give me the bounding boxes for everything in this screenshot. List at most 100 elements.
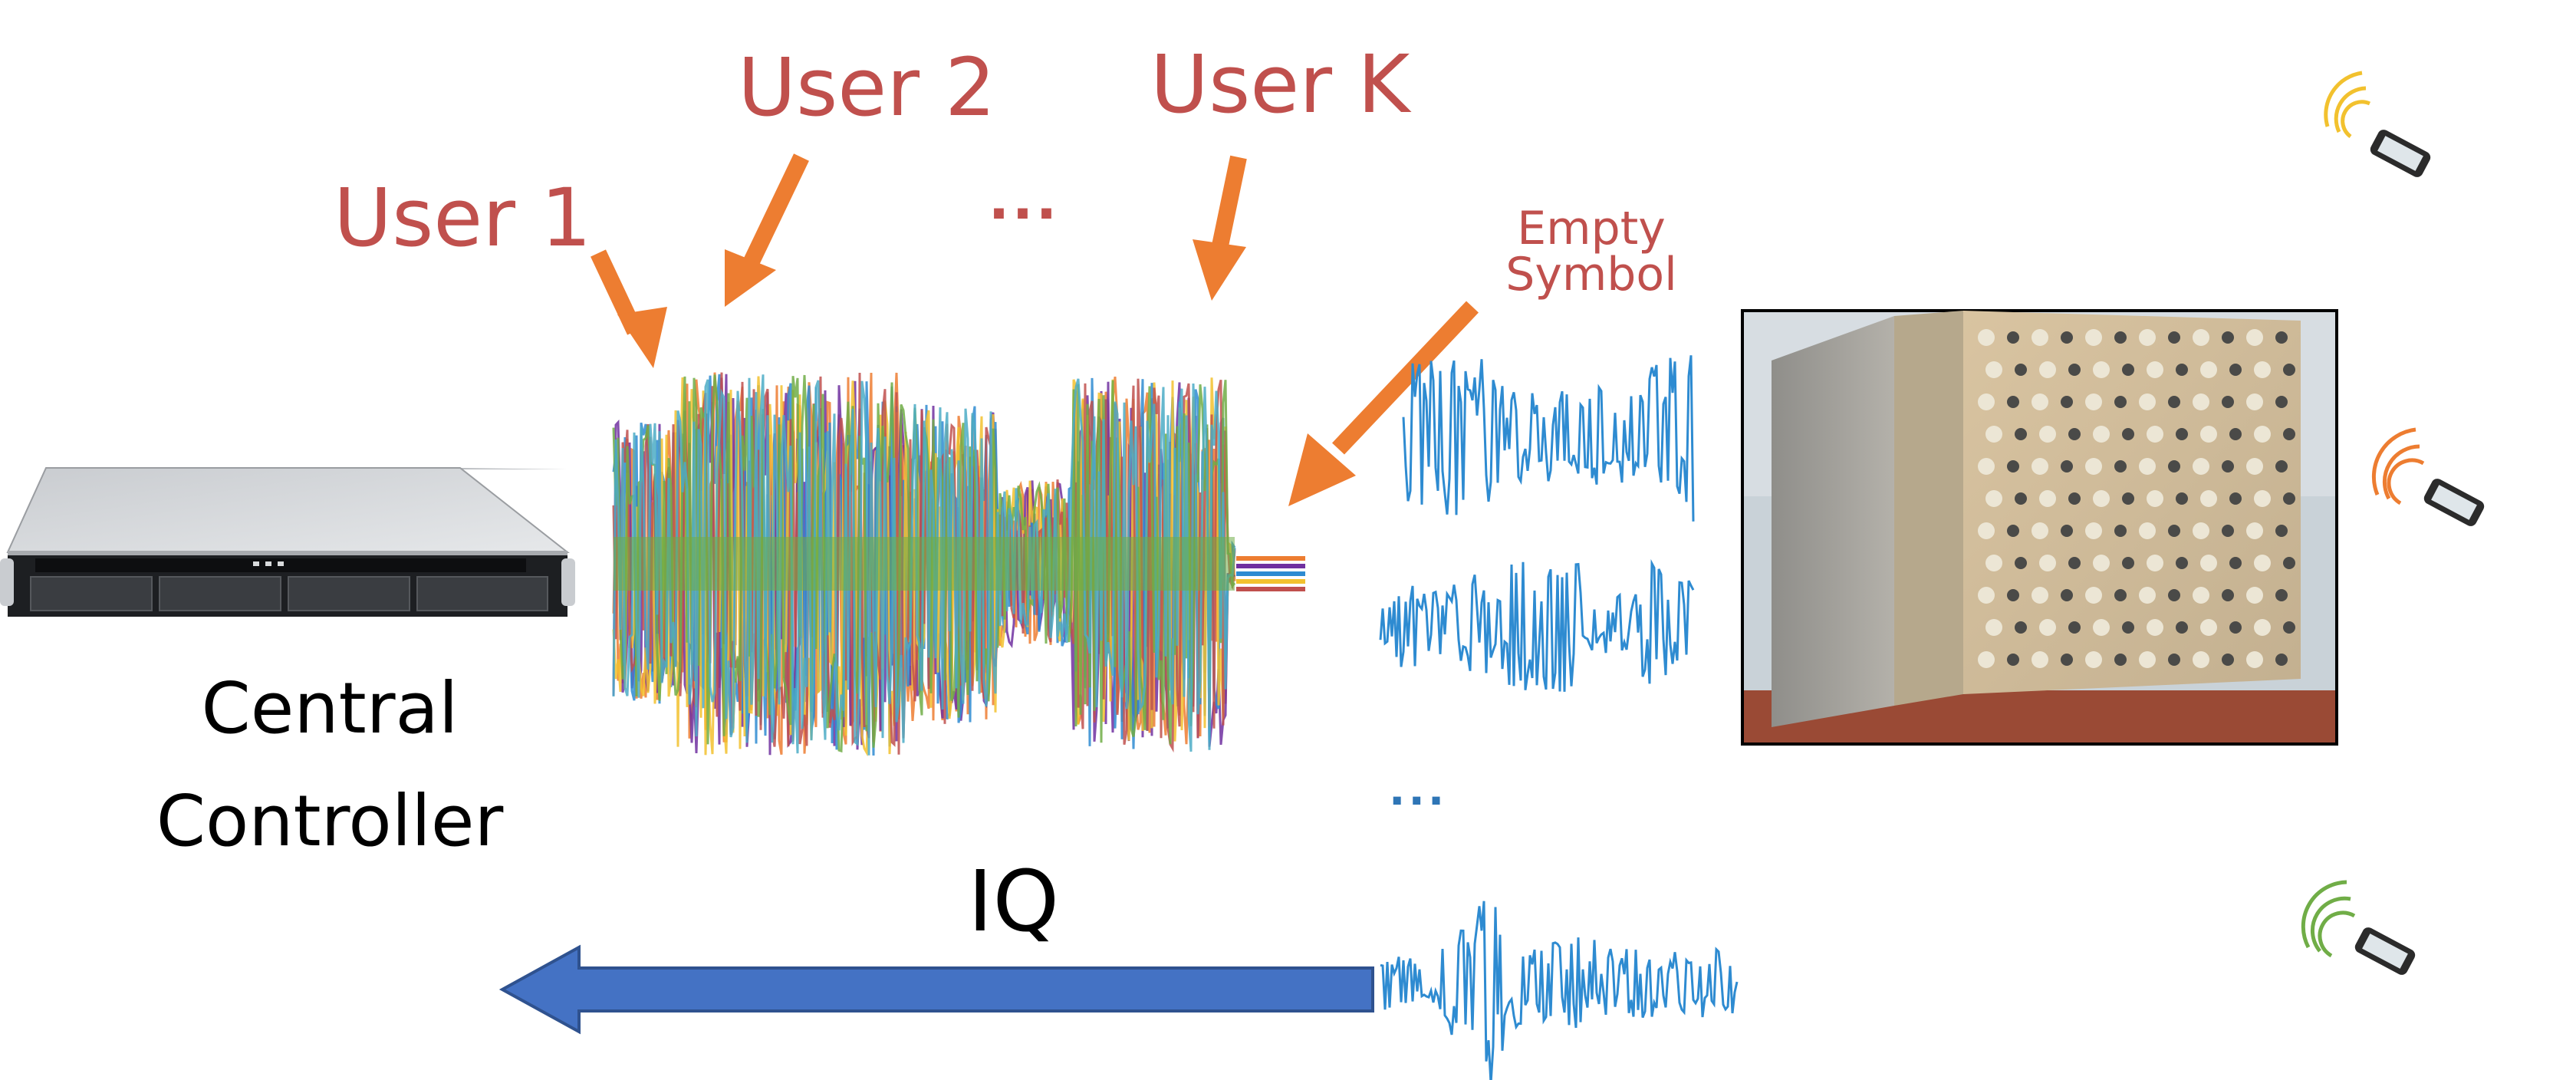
iq-arrow	[498, 944, 1374, 1035]
antenna-element	[2200, 361, 2217, 378]
antenna-element	[1978, 393, 1995, 410]
wireless-signal-icon	[2301, 880, 2356, 958]
antenna-element	[2093, 361, 2110, 378]
antenna-element	[2015, 364, 2027, 376]
antenna-element	[2032, 587, 2048, 604]
antenna-element	[2200, 426, 2217, 443]
user-device-1	[2324, 71, 2431, 177]
antenna-element	[2275, 589, 2288, 601]
antenna-element	[1985, 426, 2002, 443]
mobile-phone-icon	[2370, 130, 2431, 177]
antenna-element	[2114, 654, 2127, 666]
antenna-element	[2093, 619, 2110, 636]
antenna-element	[2222, 396, 2234, 408]
antenna-element	[2015, 621, 2027, 634]
antenna-element	[2222, 589, 2234, 601]
antenna-element	[2068, 621, 2081, 634]
antenna-element	[2246, 587, 2263, 604]
antenna-element	[2015, 492, 2027, 505]
antenna-element	[2114, 525, 2127, 537]
antenna-element	[2139, 522, 2156, 539]
antenna-element	[2007, 331, 2019, 344]
antenna-element	[2093, 490, 2110, 507]
user-1-label: User 1	[334, 171, 592, 265]
antenna-element	[2168, 525, 2180, 537]
antenna-element	[2139, 651, 2156, 668]
antenna-element	[2015, 557, 2027, 569]
antenna-element	[2114, 460, 2127, 472]
antenna-element	[2114, 331, 2127, 344]
antenna-element	[2193, 329, 2209, 346]
antenna-element	[2229, 492, 2242, 505]
empty-symbol-trace	[1236, 587, 1305, 591]
antenna-element	[2200, 619, 2217, 636]
empty-symbol-trace	[1236, 564, 1305, 568]
antenna-element	[2168, 331, 2180, 344]
antenna-element	[2176, 428, 2188, 440]
antenna-element	[2122, 428, 2134, 440]
antenna-element	[2246, 651, 2263, 668]
antenna-element	[2176, 557, 2188, 569]
antenna-element	[2246, 329, 2263, 346]
antenna-ellipsis: ...	[1390, 756, 1449, 816]
antenna-element	[2007, 654, 2019, 666]
antenna-element	[1978, 522, 1995, 539]
antenna-element	[2222, 525, 2234, 537]
antenna-element	[2007, 589, 2019, 601]
user-arrows	[591, 153, 1479, 506]
antenna-element	[2032, 651, 2048, 668]
antenna-element	[1985, 361, 2002, 378]
antenna-element	[1978, 587, 1995, 604]
antenna-element	[2039, 619, 2056, 636]
antenna-element	[2200, 490, 2217, 507]
userK-arrow	[1193, 155, 1247, 301]
antenna-element	[2122, 492, 2134, 505]
antenna-element	[2093, 426, 2110, 443]
antenna-element	[2061, 654, 2073, 666]
empty-symbol-trace	[1236, 579, 1305, 584]
antenna-element	[2061, 589, 2073, 601]
antenna-element	[2193, 393, 2209, 410]
antenna-element	[2032, 458, 2048, 475]
empty-symbol-line1: Empty	[1517, 202, 1666, 255]
antenna-element	[2176, 621, 2188, 634]
empty-symbol-arrow	[1288, 301, 1479, 506]
antenna-element	[2114, 589, 2127, 601]
antenna-element	[2176, 492, 2188, 505]
antenna-element	[2061, 525, 2073, 537]
antenna-signals	[1379, 355, 1739, 1080]
antenna-element	[2168, 589, 2180, 601]
antenna-element	[2007, 396, 2019, 408]
iq-core-band	[614, 537, 1235, 591]
central-controller-label: Central Controller	[130, 652, 529, 878]
antenna-element	[2229, 557, 2242, 569]
antenna-element	[2229, 621, 2242, 634]
antenna-element	[2032, 522, 2048, 539]
antenna-element	[2114, 396, 2127, 408]
user-device-3	[2301, 880, 2416, 975]
antenna-element	[2254, 426, 2271, 443]
antenna-element	[2032, 393, 2048, 410]
antenna-element	[2085, 458, 2102, 475]
antenna-element	[2254, 361, 2271, 378]
antenna-signal-trace	[1380, 901, 1739, 1080]
antenna-element	[2039, 490, 2056, 507]
antenna-element	[2283, 557, 2295, 569]
central-controller-line2: Controller	[156, 780, 504, 863]
antenna-element	[2168, 654, 2180, 666]
antenna-element	[2139, 587, 2156, 604]
empty-symbol-trace	[1236, 556, 1305, 561]
antenna-element	[2068, 557, 2081, 569]
antenna-element	[2275, 525, 2288, 537]
antenna-element	[2222, 460, 2234, 472]
antenna-element	[2254, 619, 2271, 636]
antenna-element	[1985, 555, 2002, 571]
antenna-element	[2068, 492, 2081, 505]
antenna-element	[2229, 428, 2242, 440]
user-k-label: User K	[1150, 38, 1410, 131]
antenna-element	[2200, 555, 2217, 571]
antenna-element	[2122, 557, 2134, 569]
antenna-element	[2229, 364, 2242, 376]
